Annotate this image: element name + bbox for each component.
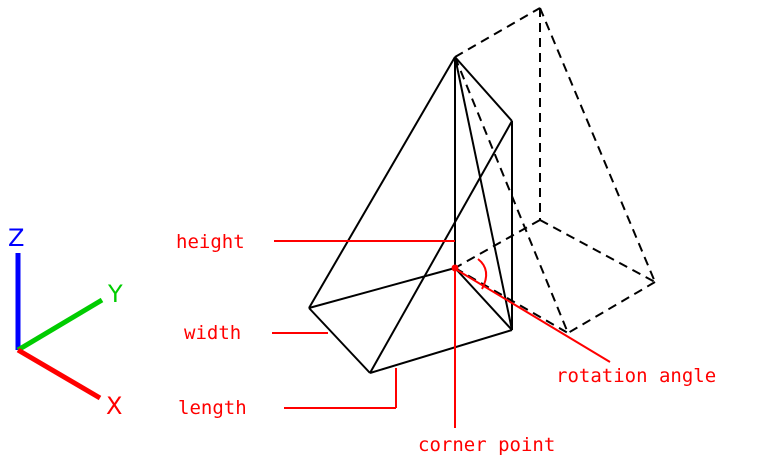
height-label: height — [176, 231, 245, 253]
dashed-edge — [539, 7, 656, 283]
wedge-edge — [308, 307, 371, 374]
dashed-edge — [539, 219, 656, 283]
ucs-axis-icon: Z Y X — [8, 224, 123, 420]
z-axis-label: Z — [8, 224, 24, 252]
wedge-edge — [369, 329, 513, 374]
wedge-edge — [454, 56, 513, 331]
dashed-edge — [567, 281, 656, 334]
x-axis-line — [16, 347, 102, 401]
annotation-lines — [272, 240, 611, 428]
wedge-edge — [369, 120, 513, 374]
dashed-edge — [454, 56, 569, 334]
rotation-angle-arc — [477, 258, 488, 290]
x-axis-label: X — [106, 392, 122, 420]
y-axis-label: Y — [107, 280, 123, 308]
wedge-edge — [454, 56, 513, 122]
dashed-edge — [454, 7, 541, 58]
wedge-dashed — [454, 7, 656, 334]
rotation-angle-leader — [456, 269, 611, 363]
wedge-edge — [308, 267, 456, 309]
wedge-edge — [454, 267, 513, 331]
wedge-solid — [308, 56, 513, 374]
corner-point-label: corner point — [418, 434, 555, 456]
width-label: width — [184, 322, 241, 344]
dashed-edge — [454, 267, 569, 334]
wedge-edge — [308, 56, 456, 309]
rotation-angle-label: rotation angle — [556, 365, 716, 387]
length-label: length — [178, 397, 247, 419]
corner-point-marker — [451, 264, 459, 272]
y-axis-line — [16, 297, 104, 353]
